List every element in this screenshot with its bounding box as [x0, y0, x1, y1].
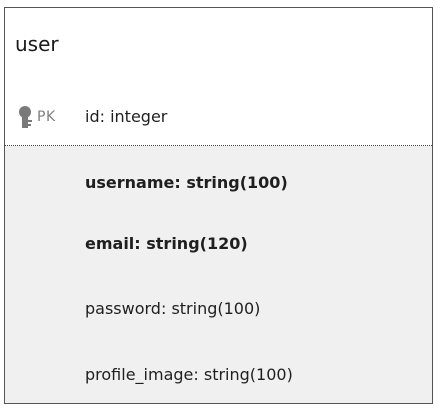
pk-badge: PK [37, 109, 56, 125]
attribute-password[interactable]: password: string(100) [85, 299, 261, 318]
entity-header: user [5, 8, 432, 83]
key-icon [19, 106, 32, 128]
attribute-email[interactable]: email: string(120) [85, 234, 248, 253]
primary-key-row[interactable]: PK id: integer [5, 82, 432, 146]
attribute-profile-image[interactable]: profile_image: string(100) [85, 365, 293, 384]
user-entity[interactable]: user PK id: integer username: string(100… [4, 7, 433, 404]
attribute-username[interactable]: username: string(100) [85, 173, 288, 192]
attribute-list: username: string(100) email: string(120)… [5, 146, 432, 403]
primary-key-field: id: integer [85, 107, 168, 126]
entity-title: user [15, 32, 59, 56]
